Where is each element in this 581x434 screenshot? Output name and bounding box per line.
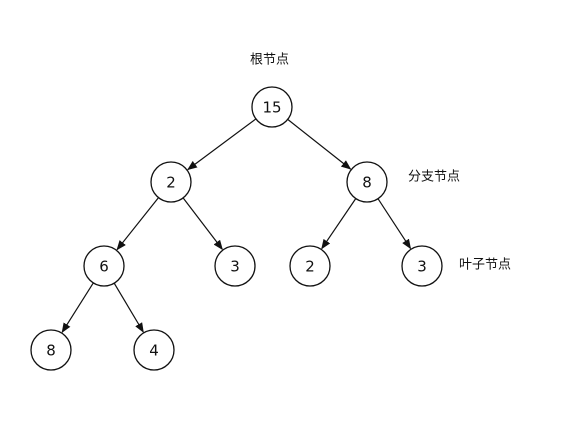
tree-node-2: 2 <box>150 161 192 203</box>
tree-node-2-right: 2 <box>289 245 331 287</box>
tree-node-8-leaf: 8 <box>30 329 72 371</box>
node-circle <box>150 161 192 203</box>
root-node-label: 根节点 <box>250 53 289 68</box>
node-value: 4 <box>149 342 159 360</box>
tree-node-15: 15 <box>251 86 293 128</box>
tree-node-6: 6 <box>83 245 125 287</box>
node-value: 15 <box>262 99 281 117</box>
node-value: 2 <box>305 258 315 276</box>
node-value: 8 <box>362 174 372 192</box>
edges-layer <box>61 118 412 334</box>
node-circle <box>251 86 293 128</box>
node-circle <box>346 161 388 203</box>
nodes-layer: 15 2 8 6 3 2 3 8 <box>30 86 443 371</box>
node-circle <box>214 245 256 287</box>
edge-arrow <box>287 118 352 170</box>
node-value: 8 <box>46 342 56 360</box>
edge-arrow <box>377 198 412 250</box>
tree-node-3-right: 3 <box>401 245 443 287</box>
branch-node-label: 分支节点 <box>408 170 460 185</box>
node-circle <box>289 245 331 287</box>
node-value: 3 <box>230 258 240 276</box>
edge-arrow <box>116 197 159 251</box>
node-value: 2 <box>166 174 176 192</box>
node-value: 6 <box>99 258 109 276</box>
edge-arrow <box>61 282 94 334</box>
node-circle <box>30 329 72 371</box>
leaf-node-label: 叶子节点 <box>459 258 511 273</box>
edge-arrow <box>321 198 357 250</box>
edge-arrow <box>182 197 223 251</box>
edge-arrow <box>113 282 144 333</box>
node-circle <box>133 329 175 371</box>
tree-node-8-branch: 8 <box>346 161 388 203</box>
tree-node-4: 4 <box>133 329 175 371</box>
tree-node-3-left: 3 <box>214 245 256 287</box>
node-circle <box>83 245 125 287</box>
node-value: 3 <box>417 258 427 276</box>
edge-arrow <box>187 118 257 171</box>
node-circle <box>401 245 443 287</box>
